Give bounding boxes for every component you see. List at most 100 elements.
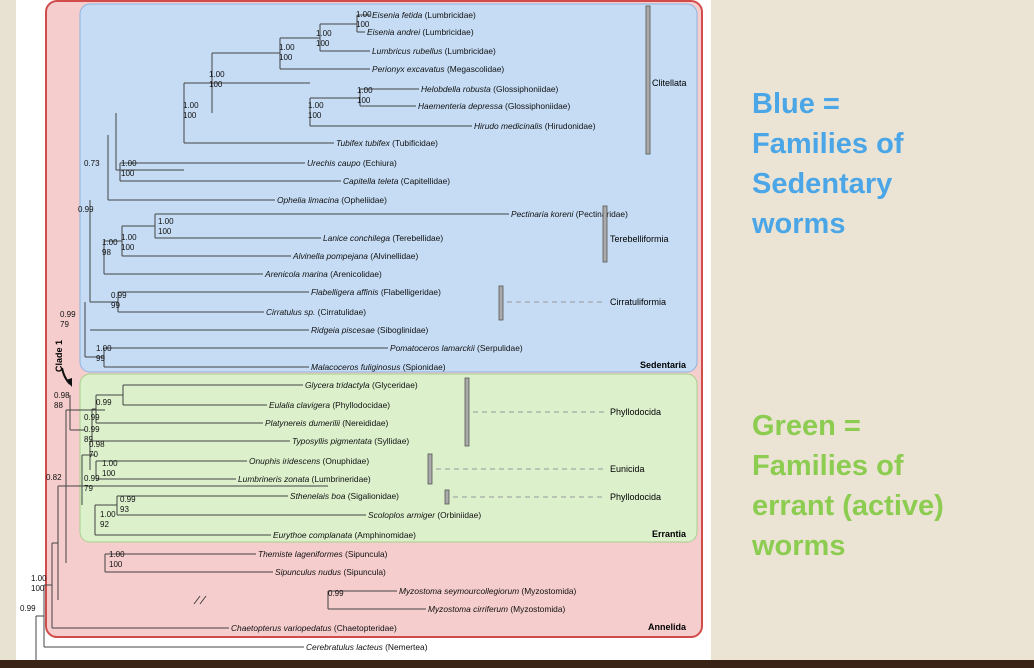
phyllodocida-bar-2 bbox=[444, 489, 450, 505]
taxon-label: Ridgeia piscesae (Siboglinidae) bbox=[311, 325, 429, 335]
terebelliformia-bar bbox=[602, 205, 608, 263]
support-bs: 100 bbox=[209, 80, 223, 89]
support-bs: 100 bbox=[183, 111, 197, 120]
support-pp: 0.99 bbox=[20, 604, 36, 613]
support-pp: 1.00 bbox=[308, 101, 324, 110]
support-bs: 100 bbox=[356, 20, 370, 29]
support-pp: 1.00 bbox=[356, 10, 372, 19]
taxon-label: Helobdella robusta (Glossiphoniidae) bbox=[421, 84, 559, 94]
taxon-label: Glycera tridactyla (Glyceridae) bbox=[305, 380, 418, 390]
label-clitellata: Clitellata bbox=[652, 78, 687, 88]
taxon-label: Capitella teleta (Capitellidae) bbox=[343, 176, 450, 186]
taxon-label: Flabelligera affinis (Flabelligeridae) bbox=[311, 287, 441, 297]
label-sedentaria: Sedentaria bbox=[640, 360, 687, 370]
taxon-label: Ophelia limacina (Opheliidae) bbox=[277, 195, 387, 205]
support-bs: 100 bbox=[121, 243, 135, 252]
support-pp: 0.99 bbox=[111, 291, 127, 300]
legend-green-line-2: Families of bbox=[752, 450, 904, 482]
support-pp: 1.00 bbox=[100, 510, 116, 519]
label-cirratuliformia: Cirratuliformia bbox=[610, 297, 666, 307]
support-bs: 70 bbox=[89, 450, 98, 459]
support-pp: 0.99 bbox=[60, 310, 76, 319]
support-pp: 0.99 bbox=[84, 413, 100, 422]
taxon-label: Pectinaria koreni (Pectinaridae) bbox=[511, 209, 628, 219]
legend-blue-line-1: Blue = bbox=[752, 88, 840, 120]
support-pp: 1.00 bbox=[357, 86, 373, 95]
taxon-label: Haementeria depressa (Glossiphoniidae) bbox=[418, 101, 570, 111]
errantia-box bbox=[79, 373, 698, 543]
support-bs: 100 bbox=[31, 584, 45, 593]
support-bs: 98 bbox=[102, 248, 111, 257]
support-pp: 0.99 bbox=[96, 398, 112, 407]
taxon-label: Chaetopterus variopedatus (Chaetopterida… bbox=[231, 623, 397, 633]
taxon-label: Platynereis dumerilii (Nereididae) bbox=[265, 418, 389, 428]
taxon-label: Cerebratulus lacteus (Nemertea) bbox=[306, 642, 428, 652]
support-pp: 1.00 bbox=[109, 550, 125, 559]
support-bs: 79 bbox=[60, 320, 69, 329]
taxon-label: Cirratulus sp. (Cirratulidae) bbox=[266, 307, 366, 317]
legend-blue-line-4: worms bbox=[752, 208, 846, 240]
support-bs: 100 bbox=[308, 111, 322, 120]
taxon-label: Lumbricus rubellus (Lumbricidae) bbox=[372, 46, 496, 56]
legend-blue-line-3: Sedentary bbox=[752, 168, 893, 200]
support-pp: 1.00 bbox=[158, 217, 174, 226]
label-errantia: Errantia bbox=[652, 529, 687, 539]
support-pp: 0.98 bbox=[89, 440, 105, 449]
support-bs: 79 bbox=[84, 484, 93, 493]
taxon-label: Sthenelais boa (Sigalionidae) bbox=[290, 491, 399, 501]
support-bs: 99 bbox=[96, 354, 105, 363]
bottom-strip bbox=[0, 660, 1034, 668]
taxon-label: Pomatoceros lamarckii (Serpulidae) bbox=[390, 343, 523, 353]
legend-green-line-3: errant (active) bbox=[752, 490, 944, 522]
support-pp: 0.99 bbox=[120, 495, 136, 504]
support-pp: 0.73 bbox=[84, 159, 100, 168]
taxon-label: Hirudo medicinalis (Hirudonidae) bbox=[474, 121, 596, 131]
support-bs: 100 bbox=[316, 39, 330, 48]
support-pp: 1.00 bbox=[102, 459, 118, 468]
support-bs: 88 bbox=[54, 401, 63, 410]
clade1-arrowhead-icon bbox=[66, 378, 72, 387]
taxon-label: Urechis caupo (Echiura) bbox=[307, 158, 397, 168]
support-pp: 1.00 bbox=[102, 238, 118, 247]
taxon-label: Typosyllis pigmentata (Syllidae) bbox=[292, 436, 409, 446]
taxon-label: Lanice conchilega (Terebellidae) bbox=[323, 233, 443, 243]
taxon-label: Sipunculus nudus (Sipuncula) bbox=[275, 567, 386, 577]
support-bs: 100 bbox=[279, 53, 293, 62]
label-phyllodocida-1: Phyllodocida bbox=[610, 407, 661, 417]
label-annelida: Annelida bbox=[648, 622, 687, 632]
support-bs: 99 bbox=[111, 301, 120, 310]
taxon-label: Arenicola marina (Arenicolidae) bbox=[264, 269, 382, 279]
eunicida-bar bbox=[427, 453, 433, 485]
taxon-label: Lumbrineris zonata (Lumbrineridae) bbox=[238, 474, 371, 484]
taxon-label: Themiste lageniformes (Sipuncula) bbox=[258, 549, 388, 559]
support-pp: 0.99 bbox=[328, 589, 344, 598]
taxon-label: Eulalia clavigera (Phyllodocidae) bbox=[269, 400, 390, 410]
left-margin bbox=[0, 0, 16, 668]
support-bs: 93 bbox=[120, 505, 129, 514]
support-pp: 1.00 bbox=[279, 43, 295, 52]
support-bs: 100 bbox=[158, 227, 172, 236]
support-pp: 0.82 bbox=[46, 473, 62, 482]
taxon-label: Onuphis iridescens (Onuphidae) bbox=[249, 456, 369, 466]
cirratuliformia-bar bbox=[498, 285, 504, 321]
support-bs: 100 bbox=[121, 169, 135, 178]
support-bs: 100 bbox=[102, 469, 116, 478]
support-bs: 89 bbox=[84, 435, 93, 444]
sedentaria-box bbox=[79, 3, 698, 373]
branch-break-icon bbox=[193, 595, 207, 605]
legend-sedentary: Blue = Families of Sedentary worms bbox=[752, 84, 904, 244]
support-pp: 1.00 bbox=[209, 70, 225, 79]
taxon-label: Scoloplos armiger (Orbiniidae) bbox=[368, 510, 481, 520]
legend-blue-line-2: Families of bbox=[752, 128, 904, 160]
support-bs: 100 bbox=[357, 96, 371, 105]
support-pp: 1.00 bbox=[96, 344, 112, 353]
support-pp: 1.00 bbox=[183, 101, 199, 110]
support-pp: 1.00 bbox=[31, 574, 47, 583]
support-bs: 92 bbox=[100, 520, 109, 529]
support-pp: 1.00 bbox=[121, 233, 137, 242]
support-pp: 0.99 bbox=[84, 474, 100, 483]
support-pp: 0.99 bbox=[78, 205, 94, 214]
label-phyllodocida-2: Phyllodocida bbox=[610, 492, 661, 502]
clitellata-bar bbox=[645, 5, 651, 155]
phyllodocida-bar-1 bbox=[464, 377, 470, 447]
